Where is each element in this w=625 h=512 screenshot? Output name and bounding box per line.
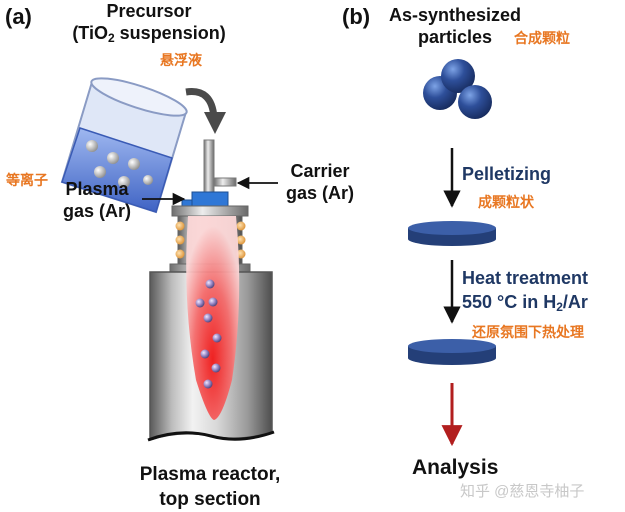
precursor-cn: 悬浮液 — [160, 52, 202, 68]
heat-label: Heat treatment 550 °C in H2/Ar — [462, 266, 588, 314]
reactor-caption: Plasma reactor, top section — [118, 462, 302, 512]
panel-a-label: (a) — [5, 4, 32, 29]
plasma-gas-line2: gas (Ar) — [62, 201, 131, 221]
reactor-caption-line1: Plasma reactor, — [139, 464, 281, 485]
synth-cn: 合成颗粒 — [514, 30, 570, 46]
beaker-icon — [60, 77, 188, 214]
plasma-gas-label: Plasma gas (Ar) — [54, 178, 140, 222]
injector-tube — [181, 139, 237, 209]
pour-arrow-head — [204, 112, 226, 134]
synth-line2: particles — [417, 27, 493, 47]
synth-label: As-synthesized particles — [380, 4, 530, 48]
flame-particles — [195, 279, 222, 389]
carrier-gas-label: Carrier gas (Ar) — [280, 160, 360, 204]
heat-line2: 550 °C in H2/Ar — [462, 292, 588, 314]
panel-b-label: (b) — [342, 4, 371, 29]
heat-cn: 还原氛围下热处理 — [472, 324, 584, 340]
carrier-gas-line2: gas (Ar) — [285, 183, 354, 203]
synth-line1: As-synthesized — [388, 5, 522, 25]
precursor-label: Precursor (TiO2 suspension) — [54, 0, 244, 44]
watermark: 知乎 @慈恩寺柚子 — [460, 483, 585, 500]
pelletizing-cn: 成颗粒状 — [478, 194, 534, 210]
analysis-label: Analysis — [412, 456, 499, 479]
pelletizing-label: Pelletizing — [462, 164, 552, 184]
plasma-flame — [186, 216, 240, 420]
carrier-gas-line1: Carrier — [290, 161, 350, 181]
reactor-caption-line2: top section — [159, 489, 261, 510]
plasma-gas-cn: 等离子 — [6, 172, 48, 188]
precursor-line1: Precursor — [106, 1, 192, 21]
pellet-disk-top — [408, 221, 496, 246]
plasma-gas-line1: Plasma — [65, 179, 129, 199]
precursor-line2: (TiO2 suspension) — [72, 23, 226, 45]
pellet-disk-bottom — [408, 339, 496, 365]
particles-icon — [423, 59, 492, 119]
heat-line1: Heat treatment — [462, 268, 589, 288]
